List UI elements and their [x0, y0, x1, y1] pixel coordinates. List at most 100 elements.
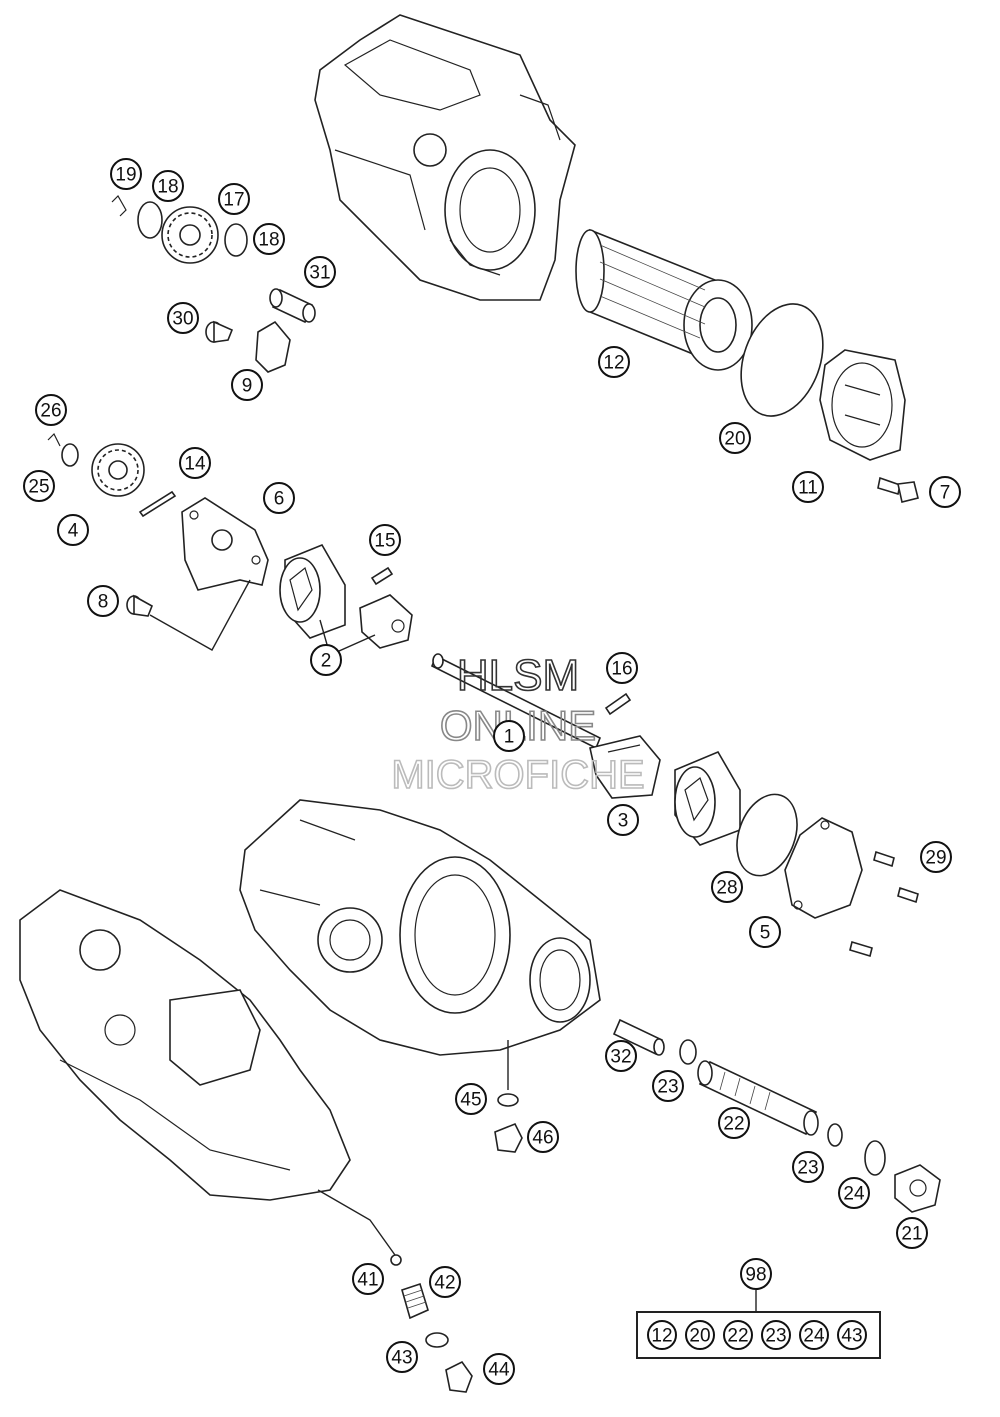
callout-18[interactable]: 18	[253, 223, 285, 255]
ball-41	[390, 1254, 402, 1266]
callout-3[interactable]: 3	[607, 804, 639, 836]
circlip-19	[111, 195, 127, 217]
svg-text:6: 6	[274, 489, 285, 510]
callout-44[interactable]: 44	[483, 1353, 515, 1385]
callout-19[interactable]: 19	[110, 158, 142, 190]
svg-text:5: 5	[760, 923, 771, 944]
callout-29[interactable]: 29	[920, 841, 952, 873]
callout-6[interactable]: 6	[263, 482, 295, 514]
kit-item-5[interactable]: 24	[799, 1320, 829, 1350]
plug-46	[494, 1122, 523, 1153]
callout-23[interactable]: 23	[792, 1151, 824, 1183]
callout-25[interactable]: 25	[23, 470, 55, 502]
callout-15[interactable]: 15	[369, 524, 401, 556]
callout-9[interactable]: 9	[231, 369, 263, 401]
spring-42	[401, 1282, 429, 1320]
callout-16[interactable]: 16	[606, 652, 638, 684]
leader-8-6	[149, 579, 251, 651]
callouts: 19 18 17 18 31 30 9 12 20 11 7 26 14 25 …	[23, 158, 961, 1385]
kit-98: 12 20 22 23 24 43	[636, 1290, 881, 1359]
washer-43	[425, 1332, 449, 1348]
screw-7	[877, 476, 919, 503]
svg-text:43: 43	[391, 1348, 412, 1369]
svg-text:23: 23	[765, 1326, 786, 1347]
outer-rotor-2	[279, 543, 346, 639]
svg-text:12: 12	[603, 353, 624, 374]
callout-26[interactable]: 26	[35, 394, 67, 426]
callout-5[interactable]: 5	[749, 916, 781, 948]
callout-20[interactable]: 20	[719, 422, 751, 454]
kit-item-4[interactable]: 23	[761, 1320, 791, 1350]
callout-23[interactable]: 23	[652, 1070, 684, 1102]
kit-item-2[interactable]: 20	[685, 1320, 715, 1350]
callout-4[interactable]: 4	[57, 514, 89, 546]
o-ring-23-right	[827, 1123, 843, 1147]
callout-46[interactable]: 46	[527, 1121, 559, 1153]
callout-2[interactable]: 2	[310, 644, 342, 676]
svg-text:12: 12	[651, 1326, 672, 1347]
kit-item-3[interactable]: 22	[723, 1320, 753, 1350]
gear-4	[91, 443, 145, 497]
pin-15	[370, 566, 394, 586]
pin-16	[604, 692, 632, 716]
callout-21[interactable]: 21	[896, 1217, 928, 1249]
svg-text:22: 22	[727, 1326, 748, 1347]
svg-text:46: 46	[532, 1128, 553, 1149]
svg-text:44: 44	[488, 1360, 510, 1381]
svg-text:2: 2	[321, 651, 332, 672]
svg-text:28: 28	[716, 878, 737, 899]
upper-engine-case	[314, 14, 576, 301]
cover-plate-6	[181, 497, 269, 591]
svg-text:42: 42	[434, 1273, 455, 1294]
svg-text:31: 31	[309, 263, 330, 284]
callout-41[interactable]: 41	[352, 1263, 384, 1295]
gear-17	[161, 206, 219, 264]
svg-text:24: 24	[843, 1184, 865, 1205]
pin-14	[138, 490, 177, 518]
svg-text:16: 16	[611, 659, 632, 680]
kit-item-1[interactable]: 12	[647, 1320, 677, 1350]
leader-41	[317, 1189, 396, 1256]
callout-45[interactable]: 45	[455, 1083, 487, 1115]
callout-11[interactable]: 11	[792, 471, 824, 503]
kit-item-6[interactable]: 43	[837, 1320, 867, 1350]
callout-14[interactable]: 14	[179, 447, 211, 479]
svg-text:29: 29	[925, 848, 946, 869]
watermark-line-1: HLSM	[457, 651, 579, 700]
svg-text:15: 15	[374, 531, 395, 552]
callout-32[interactable]: 32	[605, 1040, 637, 1072]
svg-text:30: 30	[172, 309, 193, 330]
svg-text:11: 11	[798, 478, 818, 499]
callout-7[interactable]: 7	[929, 476, 961, 508]
svg-text:8: 8	[98, 592, 109, 613]
washer-18-right	[224, 223, 248, 257]
callout-8[interactable]: 8	[87, 585, 119, 617]
callout-28[interactable]: 28	[711, 871, 743, 903]
svg-text:14: 14	[184, 454, 206, 475]
callout-31[interactable]: 31	[304, 256, 336, 288]
callout-17[interactable]: 17	[218, 183, 250, 215]
callout-22[interactable]: 22	[718, 1107, 750, 1139]
watermark: HLSM ONLINE MICROFICHE	[391, 650, 646, 798]
callout-24[interactable]: 24	[838, 1177, 870, 1209]
o-ring-28	[736, 793, 798, 877]
bolt-30	[205, 320, 234, 343]
svg-text:21: 21	[901, 1224, 922, 1245]
svg-text:26: 26	[40, 401, 61, 422]
callout-30[interactable]: 30	[167, 302, 199, 334]
svg-text:18: 18	[157, 177, 178, 198]
svg-text:98: 98	[745, 1265, 766, 1286]
callout-98[interactable]: 98	[740, 1258, 772, 1290]
callout-43[interactable]: 43	[386, 1341, 418, 1373]
callout-42[interactable]: 42	[429, 1266, 461, 1298]
callout-12[interactable]: 12	[598, 346, 630, 378]
plug-21	[894, 1164, 941, 1213]
callout-1[interactable]: 1	[493, 720, 525, 752]
callout-18[interactable]: 18	[152, 170, 184, 202]
svg-text:23: 23	[797, 1158, 818, 1179]
pump-cover-5	[784, 817, 863, 919]
svg-text:22: 22	[723, 1114, 744, 1135]
svg-text:17: 17	[223, 190, 244, 211]
svg-text:32: 32	[610, 1047, 631, 1068]
